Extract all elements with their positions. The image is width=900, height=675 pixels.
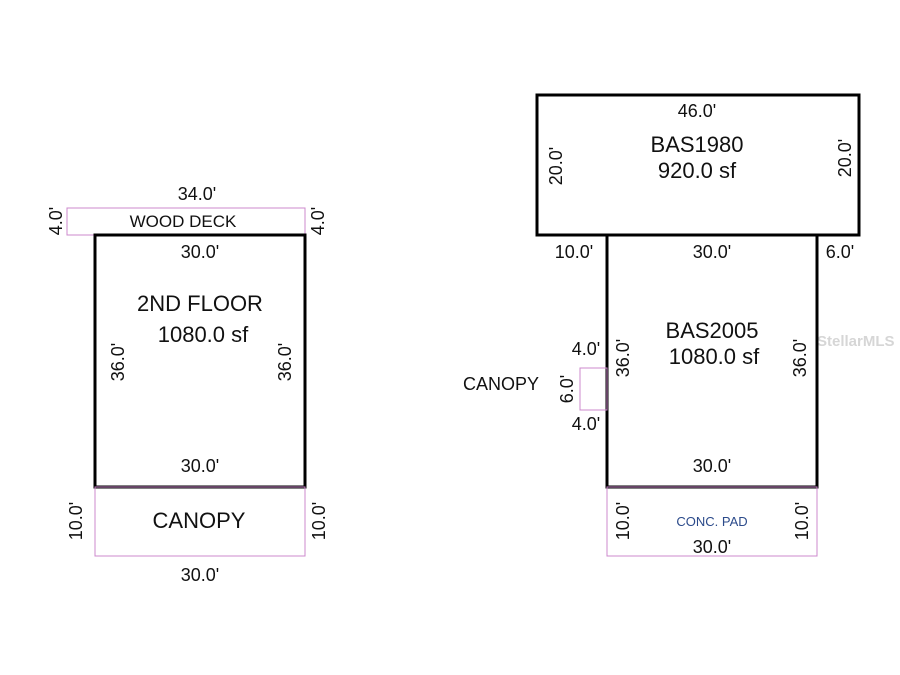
bas2005-offset-left-dimension: 10.0' <box>555 242 593 262</box>
canopy-bottom-dimension: 30.0' <box>181 565 219 585</box>
canopy-small-bottom-dimension: 4.0' <box>572 414 600 434</box>
bas2005-area: 1080.0 sf <box>669 344 760 369</box>
canopy-small-outline <box>579 367 608 411</box>
concrete-pad-label: CONC. PAD <box>676 514 747 529</box>
bas2005-name: BAS2005 <box>666 318 759 343</box>
watermark: StellarMLS <box>817 333 895 350</box>
wood-deck-right-dimension: 4.0' <box>308 207 328 235</box>
bas1980-area: 920.0 sf <box>658 158 737 183</box>
canopy-right-dimension: 10.0' <box>309 502 329 540</box>
second-floor-area: 1080.0 sf <box>158 322 249 347</box>
bas2005-left-dimension: 36.0' <box>613 339 633 377</box>
wood-deck-left-dimension: 4.0' <box>46 207 66 235</box>
concrete-pad-outline <box>606 486 818 557</box>
second-floor-bottom-dimension: 30.0' <box>181 456 219 476</box>
bas1980-name: BAS1980 <box>651 132 744 157</box>
concrete-pad-left-dimension: 10.0' <box>613 502 633 540</box>
canopy-small-label: CANOPY <box>463 374 539 394</box>
concrete-pad-right-dimension: 10.0' <box>792 502 812 540</box>
wood-deck-label: WOOD DECK <box>130 212 237 231</box>
bas1980-right-dimension: 20.0' <box>835 139 855 177</box>
second-floor-left-dimension: 36.0' <box>108 343 128 381</box>
canopy-label: CANOPY <box>153 508 246 533</box>
canopy-outline <box>94 486 306 557</box>
second-floor-name: 2ND FLOOR <box>137 291 263 316</box>
bas2005-offset-right-dimension: 6.0' <box>826 242 854 262</box>
bas2005-bottom-dimension: 30.0' <box>693 456 731 476</box>
bas2005-top-dimension: 30.0' <box>693 242 731 262</box>
bas1980-left-dimension: 20.0' <box>546 147 566 185</box>
second-floor-right-dimension: 36.0' <box>275 343 295 381</box>
canopy-left-dimension: 10.0' <box>66 502 86 540</box>
concrete-pad-bottom-dimension: 30.0' <box>693 537 731 557</box>
canopy-small-top-dimension: 4.0' <box>572 339 600 359</box>
second-floor-top-dimension: 30.0' <box>181 242 219 262</box>
bas1980-top-dimension: 46.0' <box>678 101 716 121</box>
canopy-small-side-dimension: 6.0' <box>557 375 577 403</box>
bas2005-right-dimension: 36.0' <box>790 339 810 377</box>
wood-deck-top-dimension: 34.0' <box>178 184 216 204</box>
